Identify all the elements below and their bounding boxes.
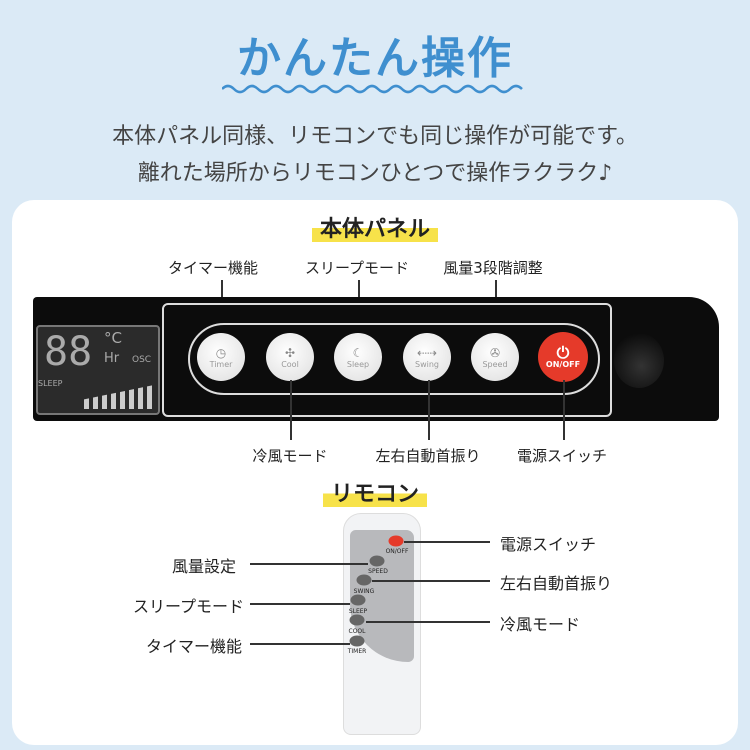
button-label: ON/OFF xyxy=(545,359,581,369)
remote-label: ON/OFF xyxy=(385,548,409,555)
remote-label: SPEED xyxy=(368,568,388,575)
power-button[interactable]: ⏻ON/OFF xyxy=(538,332,588,382)
label-remote-speed: 風量設定 xyxy=(172,557,237,576)
remote-sleep-button[interactable] xyxy=(350,594,366,606)
label-remote-power: 電源スイッチ xyxy=(500,535,597,554)
leader-line xyxy=(250,563,368,565)
button-label: Speed xyxy=(482,359,508,369)
lcd-digits: 88 xyxy=(44,329,93,375)
remote-label: SLEEP xyxy=(348,608,368,615)
fan-icon: ✇ xyxy=(489,345,501,360)
remote-cool-button[interactable] xyxy=(349,614,365,626)
cool-button[interactable]: ✣Cool xyxy=(266,333,314,381)
button-label: Swing xyxy=(415,359,439,369)
remote-speed-button[interactable] xyxy=(369,555,385,567)
lcd-unit-hr: Hr xyxy=(104,351,120,366)
remote-label: TIMER xyxy=(347,648,367,655)
label-speed: 風量3段階調整 xyxy=(443,259,543,277)
wavy-underline xyxy=(222,84,523,94)
lcd-sleep: SLEEP xyxy=(38,379,63,388)
lcd-osc: OSC xyxy=(132,355,152,365)
remote-timer-button[interactable] xyxy=(349,635,365,647)
page-title: かんたん操作 xyxy=(237,33,513,84)
button-label: Cool xyxy=(281,359,299,369)
label-power: 電源スイッチ xyxy=(516,447,608,465)
arrows-icon: ⇠⇢ xyxy=(416,345,438,360)
label-sleep: スリープモード xyxy=(304,259,410,277)
leader-line xyxy=(428,380,430,440)
snowflake-icon: ✣ xyxy=(284,345,296,360)
leader-line xyxy=(250,643,350,645)
subtitle-line-2: 離れた場所からリモコンひとつで操作ラクラク♪ xyxy=(137,161,613,186)
ir-sensor xyxy=(614,333,664,388)
timer-button[interactable]: ◷Timer xyxy=(197,333,245,381)
leader-line xyxy=(404,541,490,543)
panel-frame xyxy=(162,303,612,417)
remote-power-button[interactable] xyxy=(388,535,404,547)
moon-icon: ☾ xyxy=(352,345,364,360)
label-cool: 冷風モード xyxy=(252,447,328,465)
leader-line xyxy=(372,580,490,582)
remote-label: COOL xyxy=(348,628,366,635)
clock-icon: ◷ xyxy=(215,345,227,360)
subtitle-line-1: 本体パネル同様、リモコンでも同じ操作が可能です。 xyxy=(112,124,638,149)
label-remote-timer: タイマー機能 xyxy=(146,637,243,656)
swing-button[interactable]: ⇠⇢Swing xyxy=(403,333,451,381)
sleep-button[interactable]: ☾Sleep xyxy=(334,333,382,381)
remote-label: SWING xyxy=(353,588,375,595)
button-frame xyxy=(188,323,600,395)
lcd-unit-c: °C xyxy=(104,329,122,347)
label-remote-swing: 左右自動首振り xyxy=(500,574,613,593)
button-label: Timer xyxy=(209,359,233,369)
remote-swing-button[interactable] xyxy=(356,574,372,586)
remote-heading: リモコン xyxy=(0,476,750,508)
label-remote-cool: 冷風モード xyxy=(500,615,581,634)
leader-line xyxy=(366,621,490,623)
leader-line xyxy=(250,603,350,605)
button-label: Sleep xyxy=(346,359,370,369)
label-timer: タイマー機能 xyxy=(167,259,259,277)
panel-heading: 本体パネル xyxy=(0,211,750,243)
lcd-display: 88 °C Hr OSC SLEEP xyxy=(36,325,160,415)
lcd-speed-bars xyxy=(84,385,154,409)
label-remote-sleep: スリープモード xyxy=(133,597,245,616)
leader-line xyxy=(290,380,292,440)
leader-line xyxy=(563,380,565,440)
power-icon: ⏻ xyxy=(556,342,570,362)
label-swing: 左右自動首振り xyxy=(375,447,481,465)
speed-button[interactable]: ✇Speed xyxy=(471,333,519,381)
